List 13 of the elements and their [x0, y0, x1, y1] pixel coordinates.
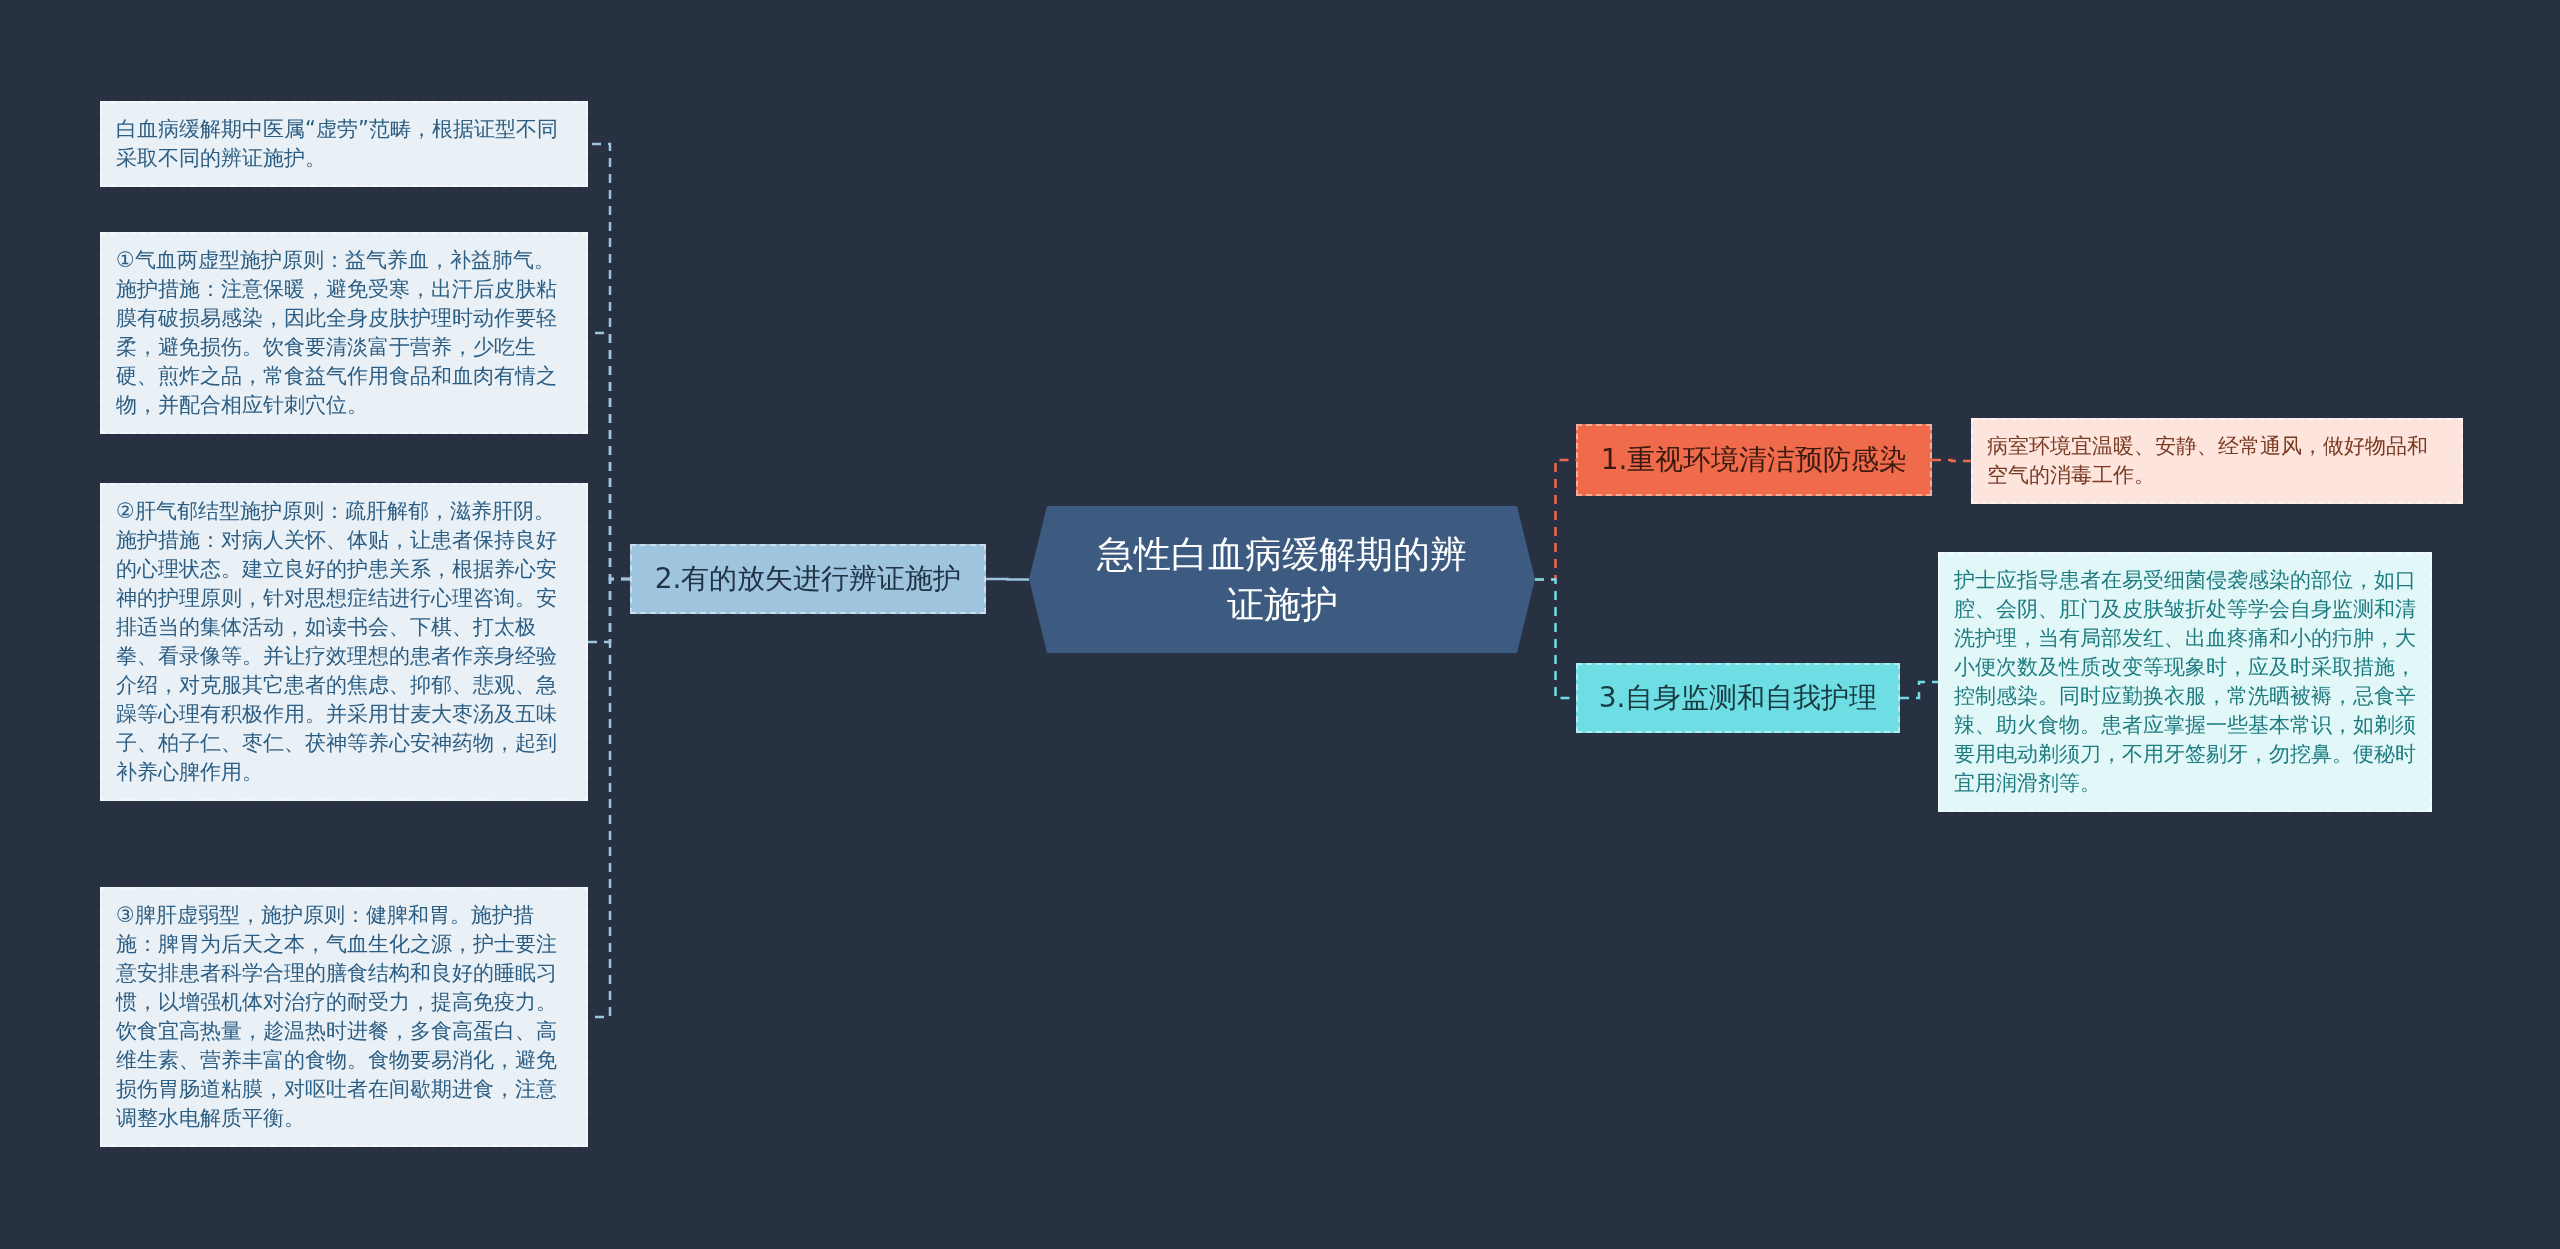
- detail-note: 白血病缓解期中医属“虚劳”范畴，根据证型不同采取不同的辨证施护。: [100, 101, 588, 187]
- branch-topic: 2.有的放矢进行辨证施护: [630, 544, 986, 614]
- detail-note: ②肝气郁结型施护原则：疏肝解郁，滋养肝阴。施护措施：对病人关怀、体贴，让患者保持良好的心理状态。建立良好的护患关系，根据养心安神的护理原则，针对思想症结进行心理咨询。安排适当的集体活动，如读书会、下棋、打太极拳、看录像等。并让疗效理想的患者作亲身经验介绍，对克服其它患者的焦虑、抑郁、悲观、急躁等心理有积极作用。并采用甘麦大枣汤及五味子、柏子仁、枣仁、茯神等养心安神药物，起到补养心脾作用。: [100, 483, 588, 801]
- detail-note: 病室环境宜温暖、安静、经常通风，做好物品和空气的消毒工作。: [1971, 418, 2463, 504]
- detail-note: ①气血两虚型施护原则：益气养血，补益肺气。施护措施：注意保暖，避免受寒，出汗后皮肤粘膜有破损易感染，因此全身皮肤护理时动作要轻柔，避免损伤。饮食要清淡富于营养，少吃生硬、煎炸之品，常食益气作用食品和血肉有情之物，并配合相应针刺穴位。: [100, 232, 588, 434]
- connector-line: [986, 577, 1029, 581]
- detail-note: 护士应指导患者在易受细菌侵袭感染的部位，如口腔、会阴、肛门及皮肤皱折处等学会自身监测和清洗护理，当有局部发红、出血疼痛和小的疖肿，大小便次数及性质改变等现象时，应及时采取措施，控制感染。同时应勤换衣服，常洗晒被褥，忌食辛辣、助火食物。患者应掌握一些基本常识，如剃须要用电动剃须刀，不用牙签剔牙，勿挖鼻。便秘时宜用润滑剂等。: [1938, 552, 2432, 812]
- branch-topic: 1.重视环境清洁预防感染: [1576, 424, 1932, 496]
- connector-line: [1932, 458, 1971, 463]
- branch-topic: 3.自身监测和自我护理: [1576, 663, 1900, 733]
- detail-note: ③脾肝虚弱型，施护原则：健脾和胃。施护措施：脾胃为后天之本，气血生化之源，护士要注意安排患者科学合理的膳食结构和良好的睡眠习惯，以增强机体对治疗的耐受力，提高免疫力。饮食宜高热量，趁温热时进餐，多食高蛋白、高维生素、营养丰富的食物。食物要易消化，避免损伤胃肠道粘膜，对呕吐者在间歇期进食，注意调整水电解质平衡。: [100, 887, 588, 1147]
- connector-line: [1900, 680, 1938, 700]
- central-topic: 急性白血病缓解期的辨证施护: [1029, 506, 1535, 653]
